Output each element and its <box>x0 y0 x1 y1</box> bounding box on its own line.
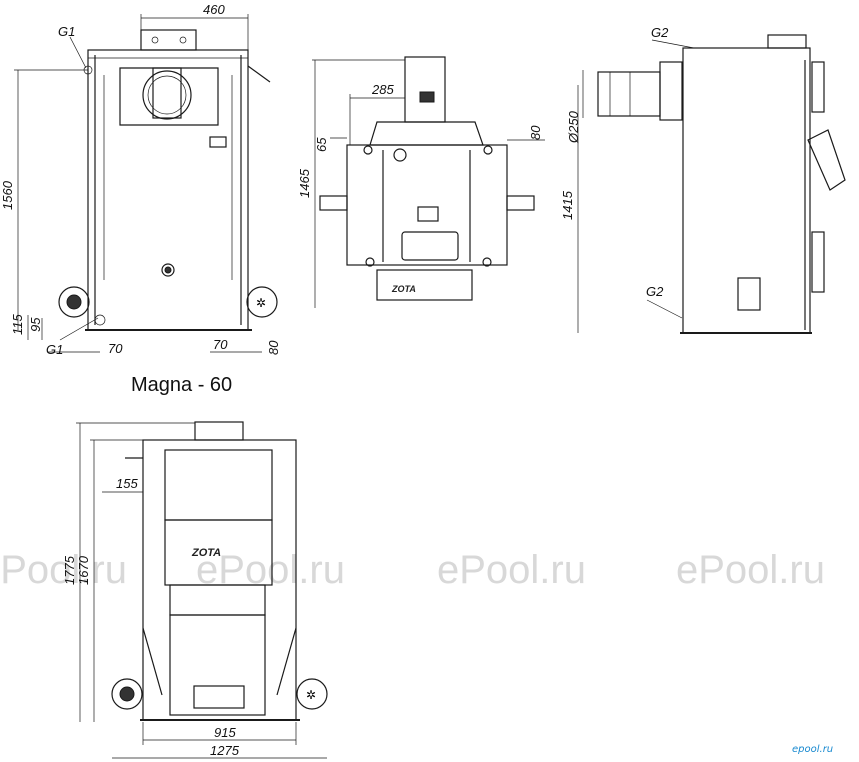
top-foot <box>482 257 492 267</box>
watermark-1: ePool.ru <box>0 548 127 592</box>
rear-ash-door <box>193 685 245 709</box>
top-foot <box>365 257 375 267</box>
front-dim-115: 115 <box>10 314 25 335</box>
rear-dim-155: 155 <box>116 476 138 491</box>
rear-view: ZOTA ✲ 1775 1670 155 915 1275 <box>62 421 328 759</box>
front-flue-circle <box>142 70 192 120</box>
watermark-3: ePool.ru <box>437 548 586 592</box>
front-g1-socket <box>94 314 106 326</box>
rear-top-box <box>194 421 244 441</box>
top-dim-65: 65 <box>314 137 329 152</box>
model-title: Magna - 60 <box>131 374 232 396</box>
side-g2b-leader <box>646 299 683 319</box>
front-knob <box>161 263 175 277</box>
rear-dim-1275: 1275 <box>210 743 240 758</box>
watermark-row: ePool.ru ePool.ru ePool.ru ePool.ru <box>0 548 825 592</box>
front-dim-460: 460 <box>203 2 225 17</box>
top-side-r <box>506 195 535 211</box>
top-side-l <box>319 195 348 211</box>
front-knob-center <box>164 266 172 274</box>
side-dim-250: Ø250 <box>566 110 581 144</box>
front-dim-70-left: 70 <box>108 341 123 356</box>
front-view: ✲ 460 1560 115 95 70 70 80 G1 G1 <box>0 2 281 357</box>
top-hood <box>369 121 484 146</box>
top-burner-box <box>401 231 459 261</box>
rear-fan-left-hub <box>119 686 135 702</box>
rear-strut-right <box>276 627 297 696</box>
top-dim-285: 285 <box>371 82 394 97</box>
front-dim-80: 80 <box>266 340 281 355</box>
front-flue-inner <box>147 75 187 115</box>
top-inspection <box>417 206 439 222</box>
front-dim-70-right: 70 <box>213 337 228 352</box>
top-stack-plate <box>419 91 435 103</box>
top-logo: ZOTA <box>391 284 416 294</box>
watermark-4: ePool.ru <box>676 548 825 592</box>
side-door-mid <box>807 129 846 191</box>
side-top-box <box>767 34 807 49</box>
side-label-g2-bottom: G2 <box>646 284 664 299</box>
front-label-g1-bottom: G1 <box>46 342 63 357</box>
front-hood <box>119 67 219 126</box>
front-flue-box <box>140 29 197 51</box>
front-g1b-leader <box>59 317 99 341</box>
top-port <box>393 148 407 162</box>
top-dim-1465: 1465 <box>297 168 312 198</box>
front-fan-left <box>58 286 90 318</box>
rear-strut-left <box>142 627 163 696</box>
front-g1-leader <box>69 36 87 69</box>
side-view: Ø250 1415 G2 G2 <box>560 25 846 334</box>
side-flue-collar <box>659 61 683 121</box>
top-body <box>346 144 508 266</box>
side-clamp <box>737 277 761 311</box>
side-label-g2-top: G2 <box>651 25 669 40</box>
front-flue-pipe <box>152 67 182 119</box>
side-dim-1415: 1415 <box>560 190 575 220</box>
rear-upper-door <box>164 449 273 521</box>
top-ashpan <box>376 269 473 301</box>
side-flue <box>597 71 661 117</box>
front-bolt <box>151 36 159 44</box>
top-bolt <box>363 145 373 155</box>
rear-dim-1775: 1775 <box>62 555 77 585</box>
front-dim-95: 95 <box>28 317 43 332</box>
rear-fan-right <box>296 678 328 710</box>
top-flue-stack <box>404 56 446 123</box>
front-label-g1-top: G1 <box>58 24 75 39</box>
front-label-plate <box>209 136 227 148</box>
front-handle <box>247 65 271 83</box>
top-view: ZOTA 1465 285 65 80 <box>297 56 545 308</box>
side-door-bot <box>811 231 825 293</box>
top-dim-80: 80 <box>528 125 543 140</box>
rear-fan-left <box>111 678 143 710</box>
side-body <box>682 47 811 334</box>
front-body <box>87 49 249 331</box>
rear-fan-icon: ✲ <box>306 688 316 702</box>
front-dim-1560: 1560 <box>0 180 15 210</box>
rear-dim-1670: 1670 <box>76 555 91 585</box>
front-fan-right <box>246 286 278 318</box>
rear-logo: ZOTA <box>191 547 221 559</box>
front-fan-icon: ✲ <box>256 296 266 310</box>
corner-brand: epool.ru <box>792 744 833 755</box>
side-g2-leader <box>651 39 695 49</box>
rear-lower-door <box>169 614 266 716</box>
rear-dim-915: 915 <box>214 725 236 740</box>
front-fan-left-hub <box>66 294 82 310</box>
side-door-top <box>811 61 825 113</box>
top-bolt <box>483 145 493 155</box>
front-bolt <box>179 36 187 44</box>
